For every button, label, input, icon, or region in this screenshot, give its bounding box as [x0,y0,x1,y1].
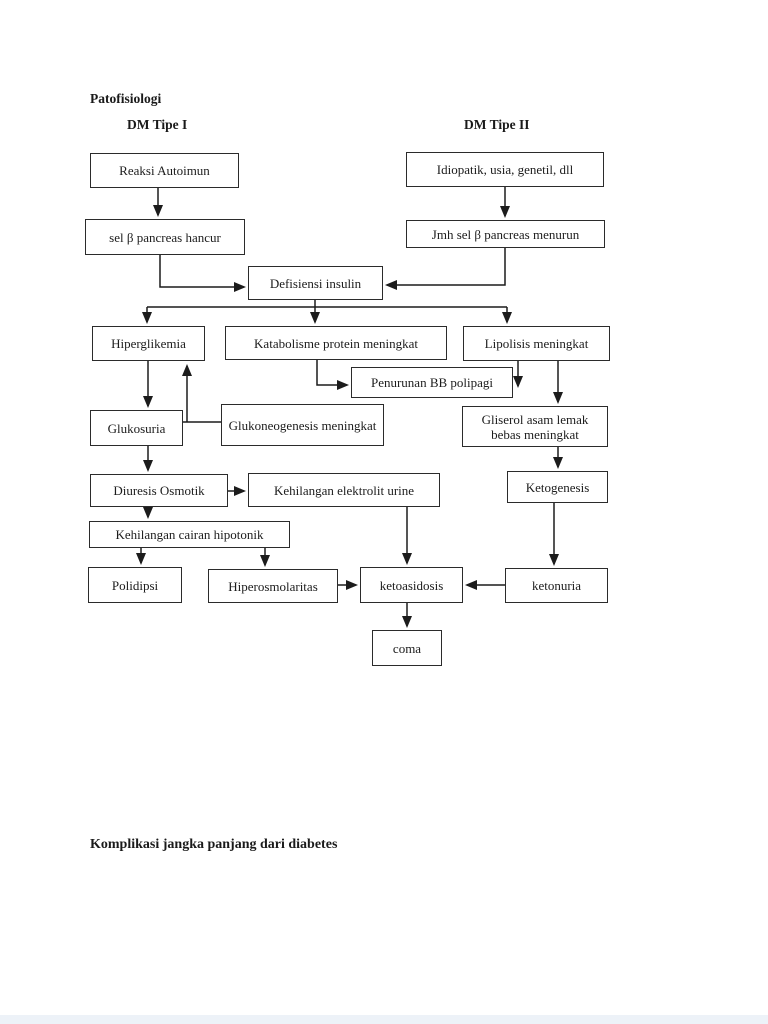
node-glukoneogenesis: Glukoneogenesis meningkat [221,404,384,446]
connector-jmh-to-defisiensi [385,248,506,290]
node-polidipsi: Polidipsi [88,567,182,603]
node-kehilangan-elektrolit: Kehilangan elektrolit urine [248,473,440,507]
node-diuresis-osmotik: Diuresis Osmotik [90,474,228,507]
node-jmh-sel-beta: Jmh sel β pancreas menurun [406,220,605,248]
node-idiopatik: Idiopatik, usia, genetil, dll [406,152,604,187]
column-header-dm-tipe-2: DM Tipe II [464,117,530,132]
node-glukosuria: Glukosuria [90,410,183,446]
node-coma: coma [372,630,442,666]
node-gliserol: Gliserol asam lemak bebas meningkat [462,406,608,447]
node-katabolisme: Katabolisme protein meningkat [225,326,447,360]
node-ketonuria: ketonuria [505,568,608,603]
node-kehilangan-cairan: Kehilangan cairan hipotonik [89,521,290,548]
page-title: Patofisiologi [90,91,162,106]
node-penurunan-bb: Penurunan BB polipagi [351,367,513,398]
node-defisiensi-insulin: Defisiensi insulin [248,266,383,300]
footer-heading: Komplikasi jangka panjang dari diabetes [90,837,338,852]
connector-katabolisme-to-penurunan [316,360,349,390]
node-hiperosmolaritas: Hiperosmolaritas [208,569,338,603]
node-lipolisis: Lipolisis meningkat [463,326,610,361]
connector-selbeta-to-defisiensi [159,255,246,292]
node-ketoasidosis: ketoasidosis [360,567,463,603]
node-hiperglikemia: Hiperglikemia [92,326,205,361]
column-header-dm-tipe-1: DM Tipe I [127,117,188,132]
node-ketogenesis: Ketogenesis [507,471,608,503]
page-bottom-edge [0,1015,768,1024]
node-sel-beta-hancur: sel β pancreas hancur [85,219,245,255]
node-reaksi-autoimun: Reaksi Autoimun [90,153,239,188]
